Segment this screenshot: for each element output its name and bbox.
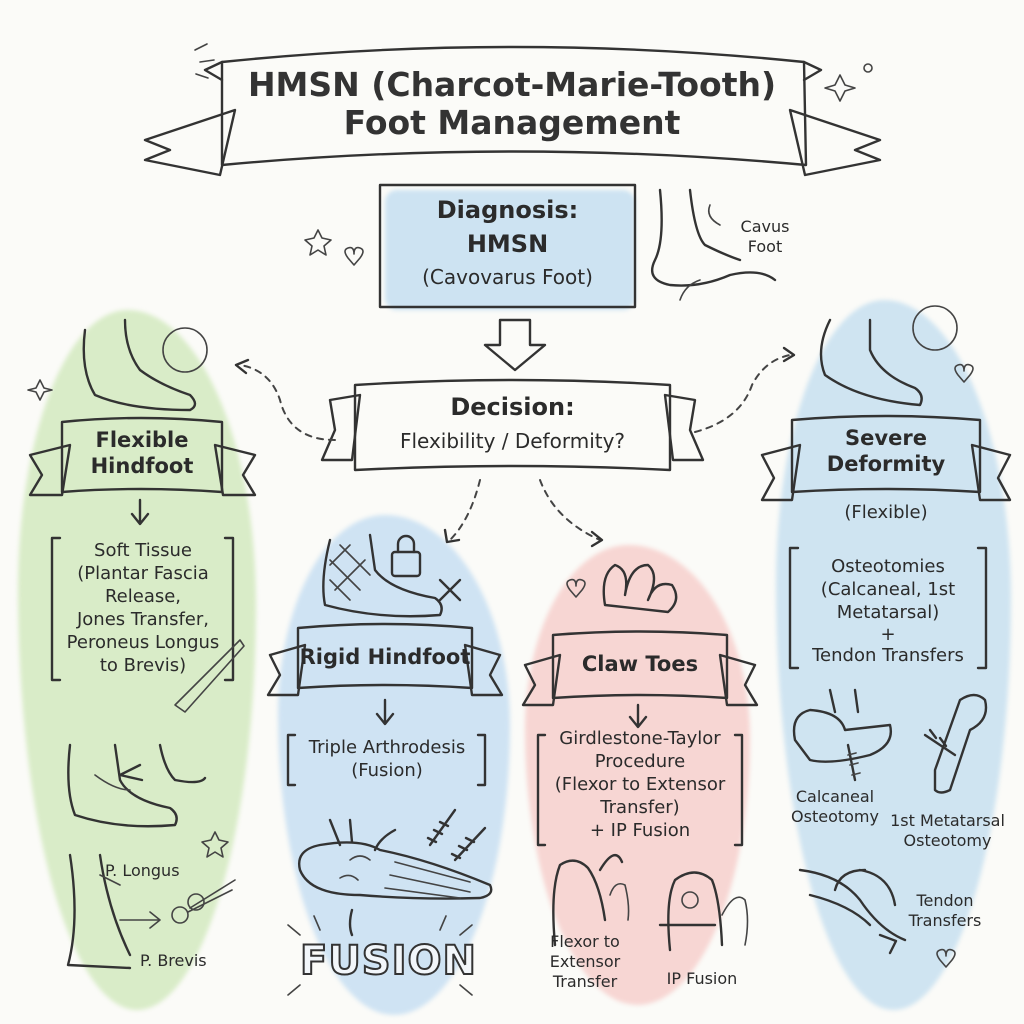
flexor-label-1: Extensor	[549, 952, 621, 971]
foot-label: Foot	[747, 237, 783, 256]
skeleton-foot-sketch	[298, 818, 493, 900]
claw-treatment-4: + IP Fusion	[589, 820, 691, 841]
blue-wash-left	[278, 515, 510, 1015]
claw-treatment-1: Procedure	[594, 751, 686, 772]
decision-banner	[320, 378, 705, 472]
title-line-1: HMSN (Charcot-Marie-Tooth)	[247, 65, 777, 104]
severe-ribbon	[760, 414, 1012, 502]
severe-title-line-1: Severe	[845, 426, 927, 450]
claw-treatment-3: Transfer)	[600, 797, 680, 818]
severe-treatment-4: Tendon Transfers	[812, 645, 964, 666]
flexible-treatment-4: Peroneus Longus	[66, 632, 220, 653]
flexible-treatment-3: Jones Transfer,	[76, 609, 209, 630]
rigid-title: Rigid Hindfoot	[299, 645, 471, 669]
flexible-treatment-2: Release,	[104, 586, 182, 607]
flexible-treatment-0: Soft Tissue	[94, 540, 192, 561]
metatarsal-label-0: 1st Metatarsal	[890, 811, 1005, 830]
fusion-stamp: FUSION	[299, 937, 477, 985]
severe-title-line-2: Deformity	[826, 452, 946, 476]
metatarsal-label-1: Osteotomy	[903, 831, 992, 850]
p-brevis-label: P. Brevis	[140, 951, 207, 970]
down-arrow	[483, 318, 547, 372]
severe-treatment-2: Metatarsal)	[836, 602, 940, 623]
severe-subtitle: (Flexible)	[844, 502, 928, 523]
cavus-label: Cavus	[740, 217, 790, 236]
diagnosis-label: Diagnosis:	[436, 196, 579, 224]
pink-wash	[525, 545, 750, 1005]
calcaneal-label-1: Osteotomy	[791, 807, 879, 826]
ip-fusion-label: IP Fusion	[666, 969, 738, 988]
rigid-treatment-1: (Fusion)	[351, 760, 423, 781]
diagnosis-box	[378, 183, 637, 309]
flexible-ribbon	[28, 416, 257, 497]
flexor-label-0: Flexor to	[550, 932, 620, 951]
cavus-foot-sketch	[650, 188, 777, 301]
flexible-treatment-5: to Brevis)	[99, 655, 187, 676]
flexible-title-line-2: Hindfoot	[90, 454, 194, 478]
severe-treatment-0: Osteotomies	[831, 556, 945, 577]
title-banner	[143, 45, 882, 177]
diagnosis-wash	[385, 190, 635, 310]
claw-treatment-0: Girdlestone-Taylor	[559, 728, 721, 749]
claw-title: Claw Toes	[581, 652, 699, 676]
claw-ribbon	[521, 630, 759, 707]
flexible-title-line-1: Flexible	[95, 428, 189, 452]
tendon-transfers-label-1: Transfers	[908, 911, 982, 930]
severe-treatment-1: (Calcaneal, 1st	[820, 579, 956, 600]
p-longus-label: P. Longus	[105, 861, 180, 880]
decision-question: Flexibility / Deformity?	[399, 429, 626, 453]
title-line-2: Foot Management	[343, 103, 681, 142]
severe-treatment-3: +	[880, 624, 896, 645]
diagnosis-value: HMSN	[466, 230, 549, 258]
claw-treatment-2: (Flexor to Extensor	[554, 774, 726, 795]
green-wash	[18, 310, 256, 1010]
calcaneal-label-0: Calcaneal	[795, 787, 875, 806]
flexor-label-2: Transfer	[552, 972, 618, 991]
decision-label: Decision:	[450, 393, 575, 421]
diagnosis-subtitle: (Cavovarus Foot)	[422, 265, 593, 289]
tendon-transfers-label-0: Tendon	[916, 891, 974, 910]
rigid-ribbon	[266, 622, 504, 697]
flexible-treatment-1: (Plantar Fascia	[77, 563, 209, 584]
rigid-treatment-0: Triple Arthrodesis	[308, 737, 466, 758]
